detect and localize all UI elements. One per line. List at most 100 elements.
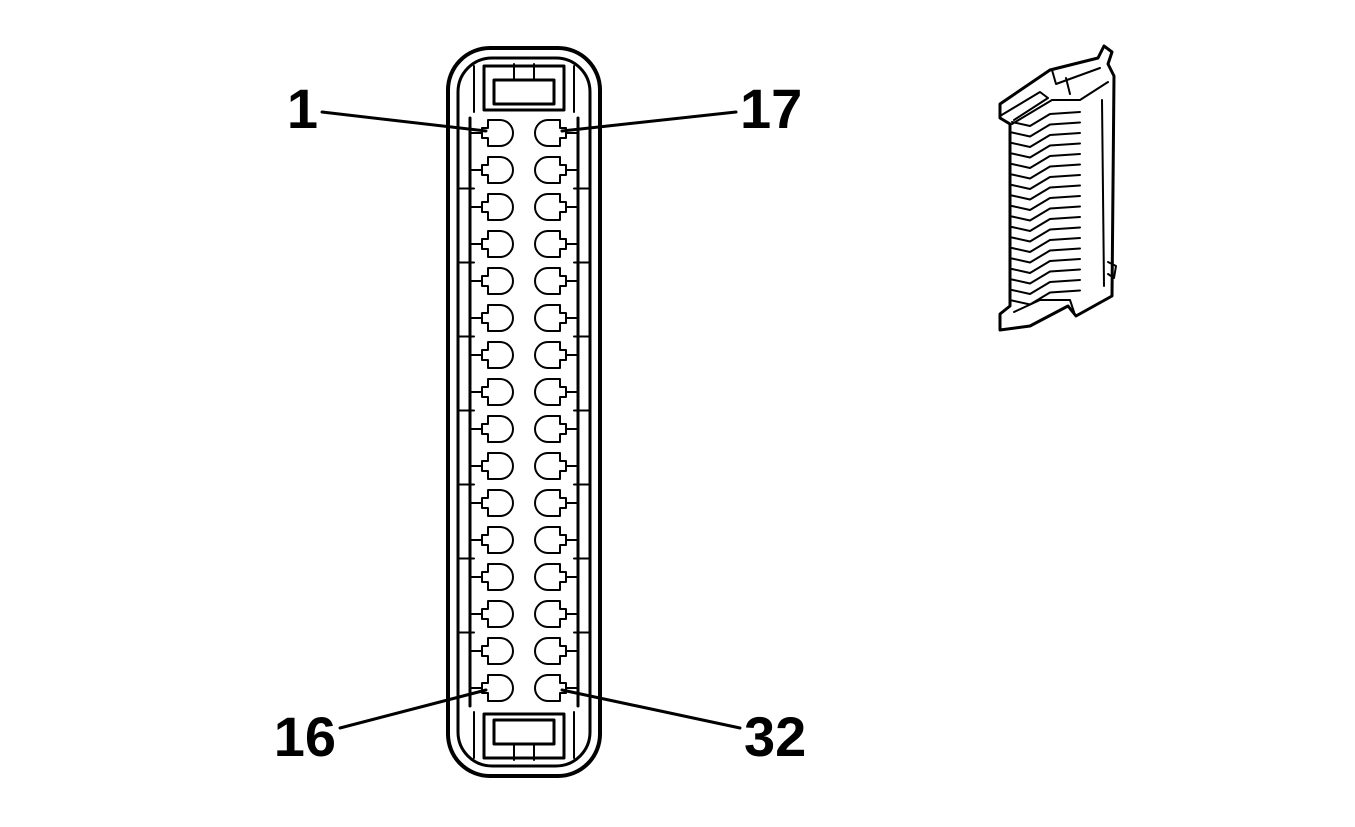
leader-pin-16 <box>338 688 488 730</box>
pin-cavity-31 <box>534 637 549 665</box>
pin-terminal-6 <box>481 304 501 332</box>
iso-rib-6 <box>1011 163 1081 180</box>
iso-rib-1 <box>1011 111 1081 127</box>
pin-terminal-15 <box>481 637 501 665</box>
iso-ribs <box>1011 111 1081 306</box>
label-pin-1: 1 <box>287 77 318 140</box>
pin-terminal-25 <box>547 415 567 443</box>
pin-cavity-1 <box>499 119 514 147</box>
pin-cavity-26 <box>534 452 549 480</box>
pin-cavity-20 <box>534 230 549 258</box>
pin-terminal-20 <box>547 230 567 258</box>
pin-cavity-18 <box>534 156 549 184</box>
iso-rib-7 <box>1011 174 1081 190</box>
pin-cavity-12 <box>499 526 514 554</box>
pin-terminal-9 <box>481 415 501 443</box>
pin-cavity-9 <box>499 415 514 443</box>
pin-cavity-24 <box>534 378 549 406</box>
pin-cavity-16 <box>499 674 514 702</box>
iso-rib-14 <box>1011 247 1081 264</box>
pin-terminal-24 <box>547 378 567 406</box>
pin-terminal-11 <box>481 489 501 517</box>
pin-cavity-23 <box>534 341 549 369</box>
pin-cavity-19 <box>534 193 549 221</box>
leader-pin-32 <box>560 688 742 730</box>
pin-terminal-29 <box>547 563 567 591</box>
iso-rib-17 <box>1011 279 1081 295</box>
pin-terminal-13 <box>481 563 501 591</box>
pin-terminal-3 <box>481 193 501 221</box>
pin-cavity-5 <box>499 267 514 295</box>
pin-cavity-14 <box>499 600 514 628</box>
pin-terminal-12 <box>481 526 501 554</box>
connector-outer-housing <box>446 46 602 778</box>
pin-terminal-4 <box>481 230 501 258</box>
iso-rib-15 <box>1011 258 1081 274</box>
label-pin-32: 32 <box>744 705 806 768</box>
leader-pin-1 <box>320 110 488 133</box>
pin-cavity-3 <box>499 193 514 221</box>
pin-terminal-8 <box>481 378 501 406</box>
pin-terminal-28 <box>547 526 567 554</box>
pin-cavity-17 <box>534 119 549 147</box>
pin-cavity-2 <box>499 156 514 184</box>
pin-cavity-27 <box>534 489 549 517</box>
pin-cavity-22 <box>534 304 549 332</box>
iso-rib-11 <box>1011 216 1081 232</box>
pin-cavity-13 <box>499 563 514 591</box>
iso-rib-8 <box>1011 184 1081 201</box>
pin-terminal-31 <box>547 637 567 665</box>
label-pin-17: 17 <box>740 77 802 140</box>
pin-cavity-7 <box>499 341 514 369</box>
label-pin-16: 16 <box>274 705 336 768</box>
pin-cavity-6 <box>499 304 514 332</box>
iso-front-edge <box>1011 81 1109 125</box>
pin-cavity-29 <box>534 563 549 591</box>
pin-cavity-30 <box>534 600 549 628</box>
pin-cavity-8 <box>499 378 514 406</box>
pin-cavity-32 <box>534 674 549 702</box>
pin-cavity-21 <box>534 267 549 295</box>
bottom-latch <box>473 711 575 761</box>
pin-cavity-10 <box>499 452 514 480</box>
pin-cavities <box>457 119 591 702</box>
pin-cavity-15 <box>499 637 514 665</box>
callout-leaders <box>320 110 742 730</box>
iso-rib-16 <box>1011 268 1081 285</box>
pin-terminal-16 <box>481 674 501 702</box>
pin-terminal-7 <box>481 341 501 369</box>
connector-face-view <box>446 46 602 778</box>
pin-terminal-14 <box>481 600 501 628</box>
pin-terminal-22 <box>547 304 567 332</box>
leader-pin-17 <box>560 110 738 133</box>
pin-terminal-21 <box>547 267 567 295</box>
top-latch <box>473 63 575 113</box>
pin-terminal-2 <box>481 156 501 184</box>
iso-rib-2 <box>1011 121 1081 138</box>
iso-body-outline <box>998 44 1116 332</box>
pin-cavity-11 <box>499 489 514 517</box>
pin-terminal-17 <box>547 119 567 147</box>
iso-rib-4 <box>1011 142 1081 159</box>
pin-terminal-18 <box>547 156 567 184</box>
iso-rib-18 <box>1011 289 1081 306</box>
pin-terminal-32 <box>547 674 567 702</box>
pin-terminal-26 <box>547 452 567 480</box>
pin-terminal-1 <box>481 119 501 147</box>
iso-rib-10 <box>1011 205 1081 222</box>
connector-inner-housing <box>456 56 592 768</box>
iso-rib-5 <box>1011 153 1081 169</box>
iso-rib-13 <box>1011 237 1081 253</box>
iso-rib-3 <box>1011 132 1081 148</box>
pin-cavity-28 <box>534 526 549 554</box>
iso-rib-12 <box>1011 226 1081 243</box>
iso-rib-9 <box>1011 195 1081 211</box>
pin-terminal-5 <box>481 267 501 295</box>
pin-terminal-27 <box>547 489 567 517</box>
pin-cavity-25 <box>534 415 549 443</box>
pin-terminal-30 <box>547 600 567 628</box>
connector-isometric-view <box>998 44 1117 332</box>
pin-terminal-23 <box>547 341 567 369</box>
pin-terminal-19 <box>547 193 567 221</box>
